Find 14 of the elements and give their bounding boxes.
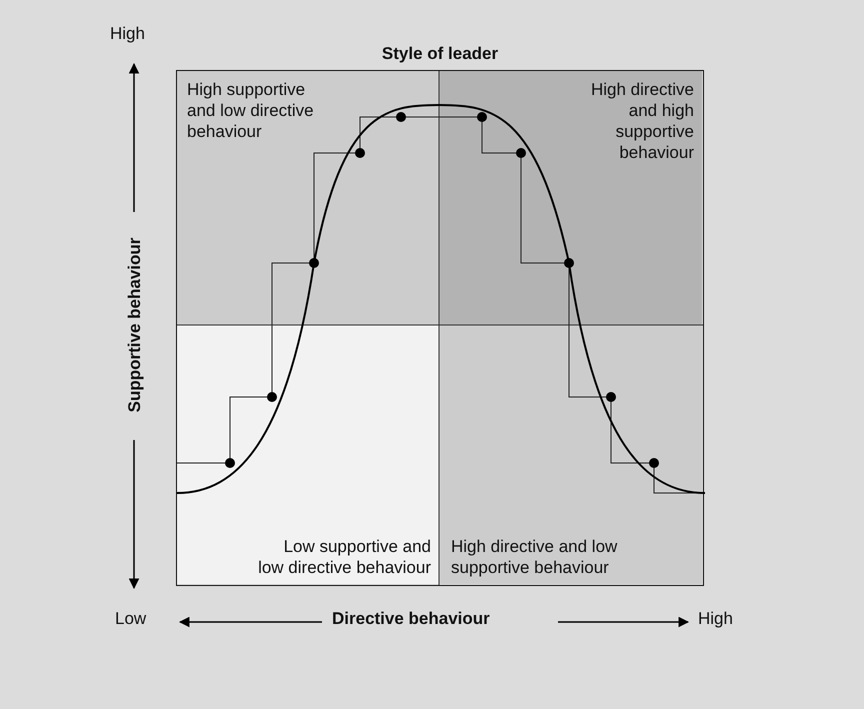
axis-label: Supportive behaviour [125,238,145,412]
quadrant [439,325,702,584]
axis-end-label: High [698,609,733,629]
axis-label: Directive behaviour [332,609,490,629]
quadrant-label: High supportive and low directive behaviour [187,79,315,142]
quadrant-label: High directive and high supportive behaviour [590,79,694,163]
quadrant [439,71,702,325]
quadrant [177,325,439,584]
chart-title: Style of leader [380,44,500,64]
quadrant [177,71,439,325]
axis-end-label: Low [115,609,146,629]
quadrant-label: High directive and low supportive behaviour [451,536,618,578]
axis-end-label: High [110,24,145,44]
quadrant-label: Low supportive and low directive behaviour [257,536,431,578]
